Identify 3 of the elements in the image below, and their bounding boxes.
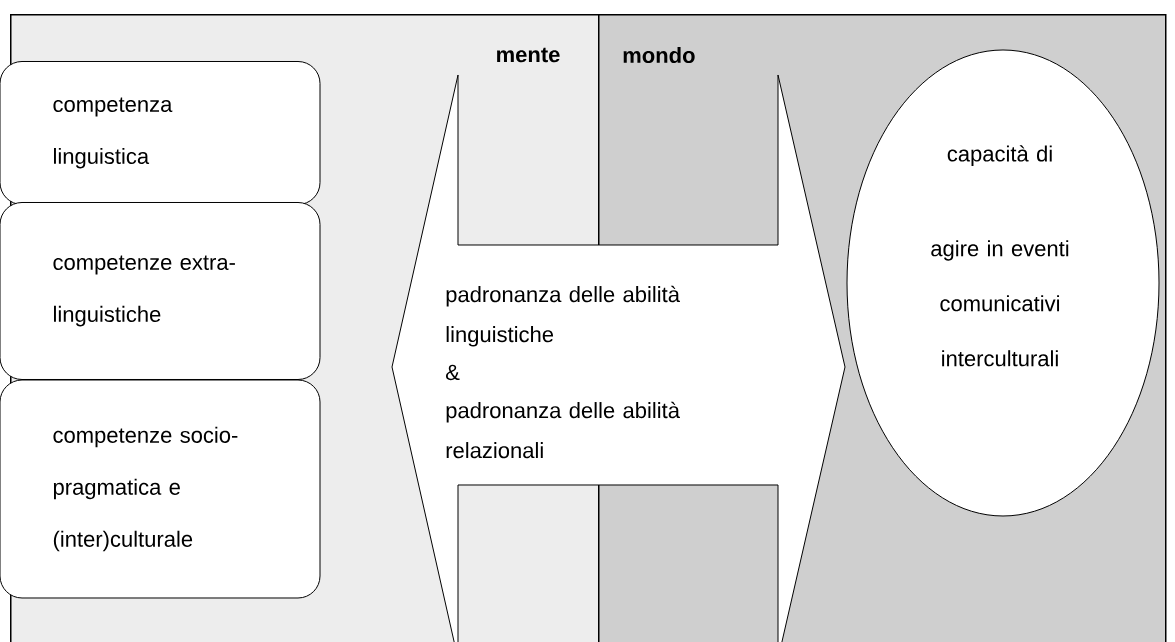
- rounded-box: competenze extra-linguistiche: [0, 202, 321, 380]
- rounded-box: competenza linguistica: [0, 61, 321, 205]
- rounded-box: competenze socio-pragmatica e (inter)culturale: [0, 379, 321, 599]
